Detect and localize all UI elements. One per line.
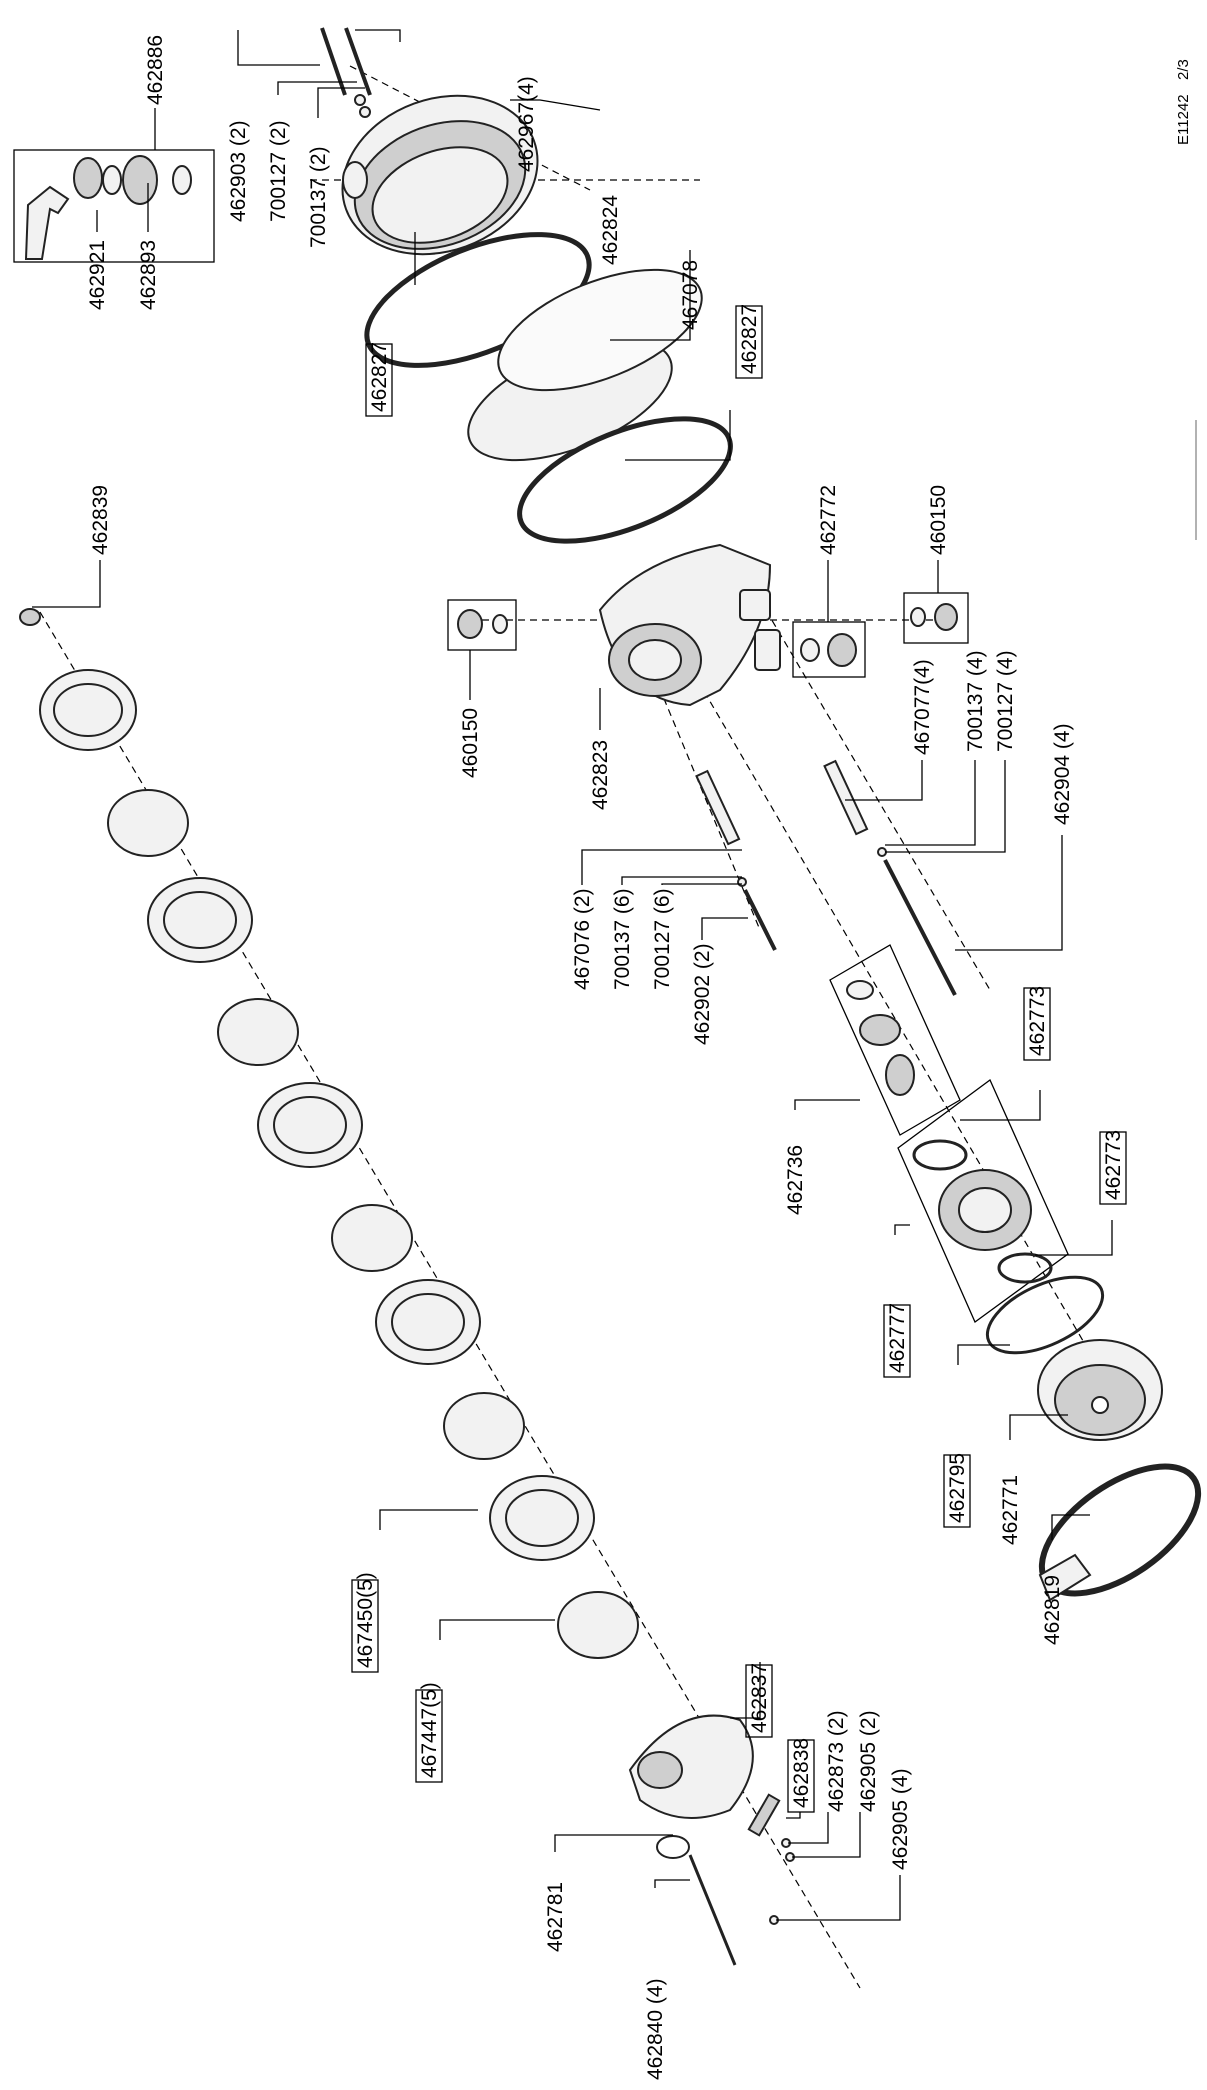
label-462886: 462886 <box>144 35 167 105</box>
label-700137-low: 700137 (6) <box>611 888 634 990</box>
box-460150-right <box>903 592 969 644</box>
label-462773-b: 462773 <box>1102 1130 1125 1200</box>
oring-462795 <box>985 1275 1105 1355</box>
label-462837: 462837 <box>748 1663 771 1733</box>
oring-462827-mid <box>517 416 733 544</box>
page-number: 2/3 <box>1175 59 1192 80</box>
document-code: E11242 <box>1175 94 1192 145</box>
main-housing-462823 <box>598 543 781 707</box>
label-467078: 467078 <box>679 260 702 330</box>
label-462827-mid: 462827 <box>738 304 761 374</box>
label-462902: 462902 (2) <box>691 943 714 1045</box>
label-462904: 462904 (4) <box>1051 723 1074 825</box>
box-462772 <box>792 621 866 678</box>
fitting-box <box>13 149 215 263</box>
label-460150-right: 460150 <box>927 485 950 555</box>
label-700127-top: 700127 (2) <box>267 120 290 222</box>
label-460150-left: 460150 <box>459 708 482 778</box>
rods-and-screws-mid <box>695 759 957 996</box>
label-462819: 462819 <box>1041 1575 1064 1645</box>
leader-lines <box>32 29 1113 1921</box>
label-462905-b: 462905 (4) <box>889 1768 912 1870</box>
label-462736: 462736 <box>784 1145 807 1215</box>
label-462823: 462823 <box>589 740 612 810</box>
screws-top <box>320 27 372 118</box>
callout-labels: 462886 462921 462893 462903 (2) 700127 (… <box>86 35 1125 2080</box>
box-462736 <box>829 944 961 1136</box>
top-ring-462824 <box>341 94 539 256</box>
label-462967: 462967(4) <box>515 76 538 172</box>
label-462839: 462839 <box>89 485 112 555</box>
label-467447: 467447(5) <box>418 1682 441 1778</box>
bottom-cover-462837 <box>628 1714 754 1819</box>
label-467076: 467076 (2) <box>571 888 594 990</box>
label-462824: 462824 <box>599 195 622 265</box>
label-462827-top: 462827 <box>368 342 391 412</box>
label-462903: 462903 (2) <box>227 120 250 222</box>
label-462873: 462873 (2) <box>825 1710 848 1812</box>
label-462893: 462893 <box>137 240 160 310</box>
label-462773-a: 462773 <box>1026 986 1049 1056</box>
label-462838: 462838 <box>790 1738 813 1808</box>
disc-stack <box>19 608 639 1659</box>
label-462781: 462781 <box>544 1882 567 1952</box>
wrench-462819 <box>1038 1463 1202 1602</box>
label-462905-a: 462905 (2) <box>857 1710 880 1812</box>
label-467077: 467077(4) <box>911 659 934 755</box>
document-reference: E11242 2/3 <box>1175 59 1197 540</box>
label-462840: 462840 (4) <box>644 1978 667 2080</box>
label-700137-top: 700137 (2) <box>307 146 330 248</box>
sleeve-467078 <box>467 268 703 462</box>
label-700127-mid: 700127 (4) <box>994 650 1017 752</box>
label-462795: 462795 <box>946 1453 969 1523</box>
label-467450: 467450(5) <box>354 1572 377 1668</box>
label-frames <box>351 305 1127 1813</box>
label-462771: 462771 <box>999 1475 1022 1545</box>
box-460150-left <box>447 599 517 651</box>
box-462777 <box>897 1078 1069 1324</box>
bottom-small-parts <box>656 1793 795 1966</box>
label-462777: 462777 <box>886 1303 909 1373</box>
label-462921: 462921 <box>86 240 109 310</box>
label-700137-mid: 700137 (4) <box>964 650 987 752</box>
end-cap-462771 <box>1037 1339 1163 1441</box>
label-462772: 462772 <box>817 485 840 555</box>
label-700127-low: 700127 (6) <box>651 888 674 990</box>
